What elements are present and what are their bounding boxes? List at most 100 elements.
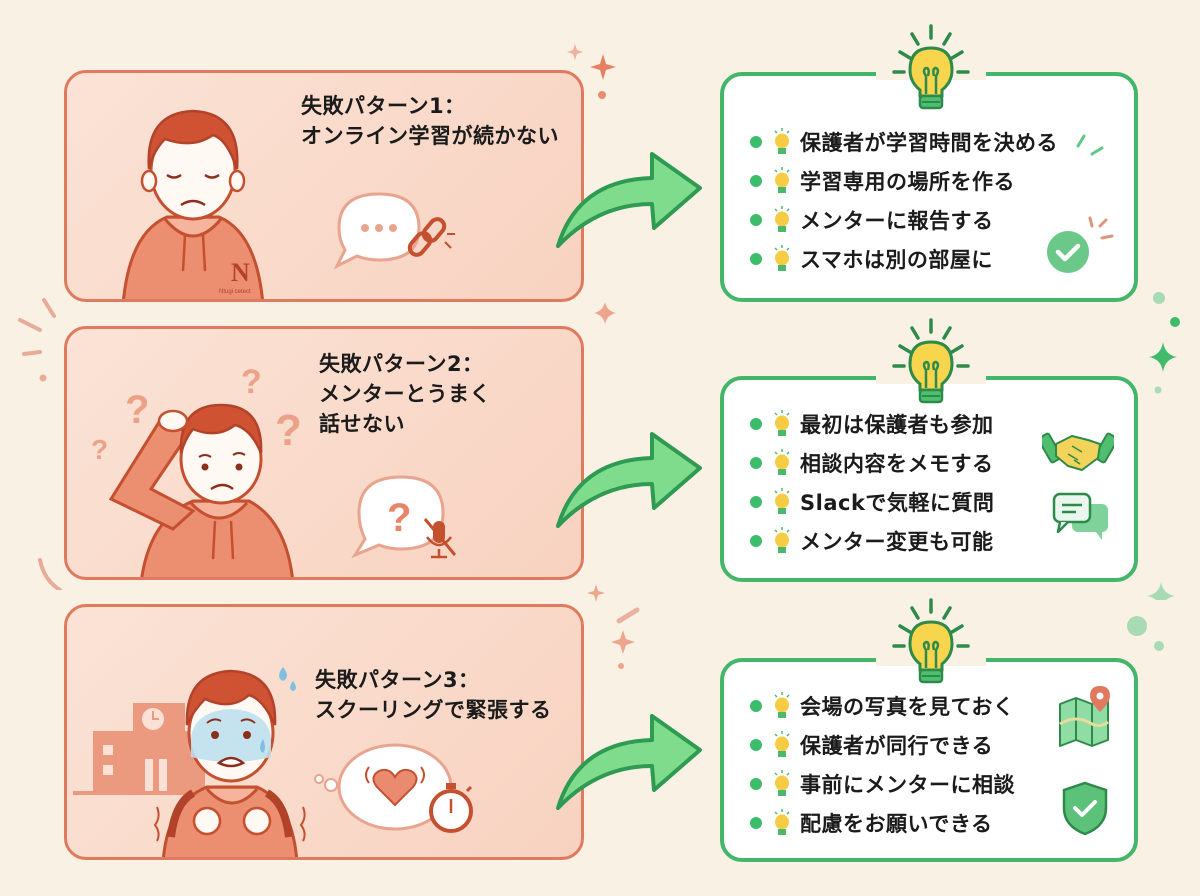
failure-title-1: 失敗パターン1： オンライン学習が続かない [301,91,559,151]
solution-text: 相談内容をメモする [800,451,994,476]
solution-item: 会場の写真を見ておく [750,686,1015,725]
solution-card-2: 最初は保護者も参加 相談内容をメモする Slackで気軽に質問 メンター変更も可… [720,374,1138,582]
solution-item: 配慮をお願いできる [750,803,1015,842]
bullet-dot [750,252,762,265]
failure-card-1: N Ntugi cetect 失敗パターン1： オンライン学習が続かない [64,70,584,302]
bullet-dot [750,456,762,469]
solution-item: 学習専用の場所を作る [750,161,1058,200]
failure-title-line: 失敗パターン3： [315,668,480,692]
solution-text: 配慮をお願いできる [800,811,993,836]
lightbulb-icon [774,127,790,154]
solution-card-3: 会場の写真を見ておく 保護者が同行できる 事前にメンターに相談 配慮をお願いでき… [720,656,1138,862]
handshake-icon [1042,432,1114,471]
solution-item: メンター変更も可能 [750,521,994,560]
bullet-dot [750,699,762,712]
lightbulb-icon [774,730,790,757]
map-pin-icon [1059,686,1110,747]
solution-card-1: 保護者が学習時間を決める 学習専用の場所を作る メンターに報告する スマホは別の… [720,70,1138,302]
bullet-dot [750,174,762,187]
question-mark-icon: ? [241,363,262,401]
dot-decoration [1127,616,1164,651]
sparkle-decoration-icon [587,584,640,669]
lightbulb-icon [774,409,790,436]
failure-title-3: 失敗パターン3： スクーリングで緊張する [315,665,552,725]
nervous-student-illustration [73,667,306,857]
solution-text: 保護者が学習時間を決める [800,130,1058,155]
arrow-right-icon [556,714,702,810]
solution-item: 最初は保護者も参加 [750,404,994,443]
bullet-dot [750,135,762,148]
lightbulb-icon [774,808,790,835]
failure-title-2: 失敗パターン2： メンターとうまく 話せない [319,349,491,439]
failure-title-line: 失敗パターン1： [301,94,466,118]
lightbulb-icon [774,205,790,232]
solution-item: スマホは別の部屋に [750,239,1058,278]
hoodie-text: Ntugi cetect [219,289,251,295]
solution-item: 保護者が学習時間を決める [750,122,1058,161]
solution-text: 保護者が同行できる [800,733,994,758]
solution-text: メンター変更も可能 [800,529,994,554]
solution-item: Slackで気軽に質問 [750,482,994,521]
shield-check-icon [1062,781,1108,836]
solution-text: 学習専用の場所を作る [800,169,1015,194]
solution-list-2: 最初は保護者も参加 相談内容をメモする Slackで気軽に質問 メンター変更も可… [750,404,994,560]
lightbulb-icon [774,166,790,193]
solution-text: 事前にメンターに相談 [800,772,1015,797]
lightbulb-icon [892,318,970,404]
arrow-right-icon [556,432,702,528]
hoodie-logo: N [231,258,250,287]
solution-text: 最初は保護者も参加 [800,412,994,437]
sparkle-decoration-icon [567,44,616,99]
bullet-dot [750,495,762,508]
bullet-dot [750,816,762,829]
check-circle-icon [1047,216,1114,273]
solution-list-3: 会場の写真を見ておく 保護者が同行できる 事前にメンターに相談 配慮をお願いでき… [750,686,1015,842]
bullet-dot [750,417,762,430]
failure-title-line: スクーリングで緊張する [315,698,552,722]
solution-item: 事前にメンターに相談 [750,764,1015,803]
solution-item: メンターに報告する [750,200,1058,239]
heartbeat-thought-icon [314,743,473,833]
lightbulb-icon [774,244,790,271]
lightbulb-icon [774,448,790,475]
failure-title-line: オンライン学習が続かない [301,124,559,148]
lightbulb-icon [774,526,790,553]
chat-bubbles-icon [1052,492,1108,540]
lightbulb-icon [774,487,790,514]
failure-title-line: 話せない [319,412,405,436]
solution-text: Slackで気軽に質問 [800,490,995,515]
lightbulb-icon [774,769,790,796]
stopwatch-icon [429,783,473,833]
bullet-dot [750,738,762,751]
failure-title-line: 失敗パターン2： [319,352,484,376]
sparkle-decoration-icon [594,302,616,324]
bullet-dot [750,777,762,790]
lightbulb-icon [892,24,970,110]
question-mark-icon: ? [387,496,411,540]
emphasis-lines-decoration [18,298,62,590]
broken-chat-icon [333,192,455,270]
lightbulb-icon [892,598,970,684]
sparkle-decoration-icon [1147,292,1180,600]
question-mark-icon: ? [91,434,108,465]
bullet-dot [750,534,762,547]
bullet-dot [750,213,762,226]
check-circle-icon [1076,134,1104,156]
arrow-right-icon [556,152,702,248]
solution-text: 会場の写真を見ておく [800,694,1015,719]
sad-student-illustration: N Ntugi cetect [122,109,264,299]
solution-item: 保護者が同行できる [750,725,1015,764]
question-mark-icon: ? [275,406,302,455]
solution-text: スマホは別の部屋に [800,247,993,272]
failure-title-line: メンターとうまく [319,382,491,406]
solution-text: メンターに報告する [800,208,994,233]
solution-list-1: 保護者が学習時間を決める 学習専用の場所を作る メンターに報告する スマホは別の… [750,122,1058,278]
school-building-icon [73,703,213,795]
question-mark-icon: ? [125,388,149,432]
sweat-drop-icon [279,667,287,681]
failure-card-3: 失敗パターン3： スクーリングで緊張する [64,604,584,860]
muted-chat-icon: ? [351,475,457,559]
solution-item: 相談内容をメモする [750,443,994,482]
failure-card-2: ? ? ? ? 失敗パターン2： メンターとうまく 話せない ? [64,326,584,580]
